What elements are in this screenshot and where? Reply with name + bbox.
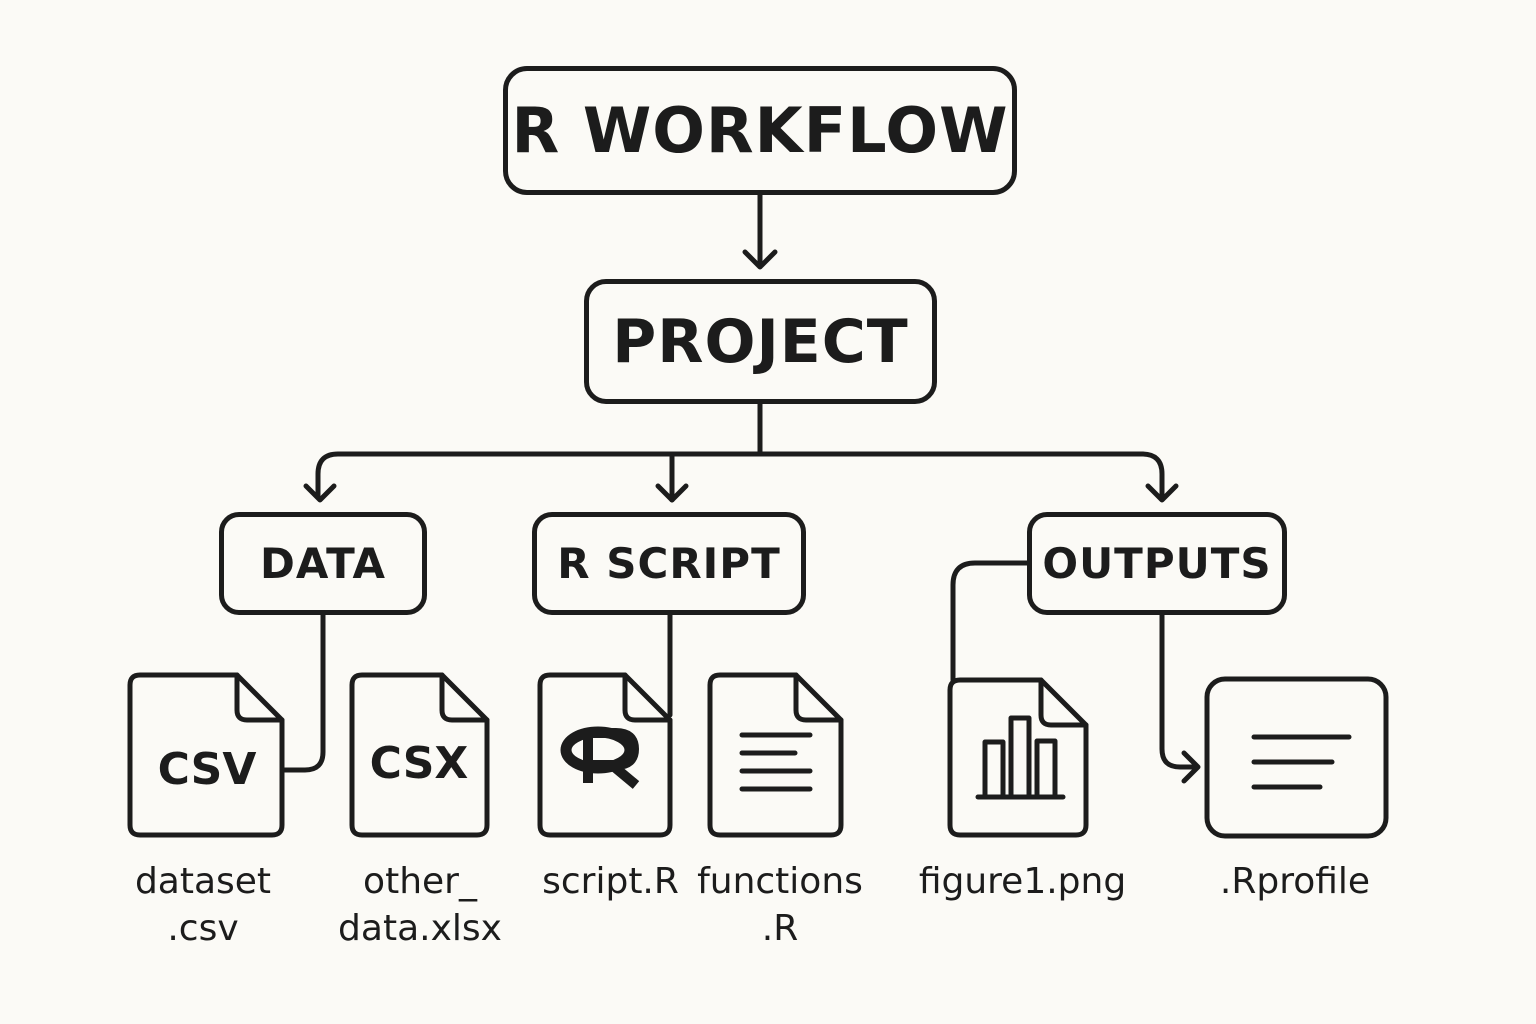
file-name-script: script.R (542, 861, 679, 902)
script-folder-box: R SCRIPT (532, 512, 806, 615)
file-icon-script-fold (622, 672, 673, 723)
connector-title-project (742, 192, 778, 270)
file-icon-figure (947, 677, 1089, 838)
diagram-title: R WORKFLOW (511, 94, 1009, 167)
data-folder-label: DATA (259, 539, 386, 588)
project-box: PROJECT (584, 279, 937, 404)
document-lines-icon (739, 732, 813, 792)
connector-outputs-rprofile (1159, 612, 1201, 784)
bar-chart-icon (975, 715, 1066, 800)
file-icon-dataset (127, 672, 285, 838)
file-icon-functions-fold (793, 672, 844, 723)
file-icon-dataset-fold (234, 672, 285, 723)
file-icon-other-data-fold (439, 672, 490, 723)
outputs-folder-box: OUTPUTS (1027, 512, 1287, 615)
file-name-figure: figure1.png (918, 861, 1127, 902)
text-lines-icon (1251, 734, 1352, 790)
file-name-dataset: dataset .csv (134, 861, 272, 949)
file-name-functions: functions .R (697, 861, 863, 949)
file-icon-functions (707, 672, 844, 838)
project-label: PROJECT (612, 306, 909, 377)
script-folder-label: R SCRIPT (557, 539, 781, 588)
file-icon-script (537, 672, 673, 838)
connector-outputs-figure (950, 560, 1030, 683)
file-icon-text-other-data: CSX (370, 738, 469, 789)
file-icon-text-dataset: CSV (158, 744, 257, 795)
file-name-other-data: other_ data.xlsx (338, 861, 502, 949)
r-logo-icon (560, 726, 640, 789)
outputs-folder-label: OUTPUTS (1042, 539, 1272, 588)
file-icon-figure-fold (1038, 677, 1089, 728)
diagram-title-box: R WORKFLOW (503, 66, 1017, 195)
connector-data-dataset (279, 612, 326, 773)
data-folder-box: DATA (219, 512, 427, 615)
file-icon-other-data (349, 672, 490, 838)
window-icon-rprofile (1204, 676, 1389, 839)
file-name-rprofile: .Rprofile (1219, 861, 1371, 902)
connector-project-branches (303, 401, 1179, 503)
